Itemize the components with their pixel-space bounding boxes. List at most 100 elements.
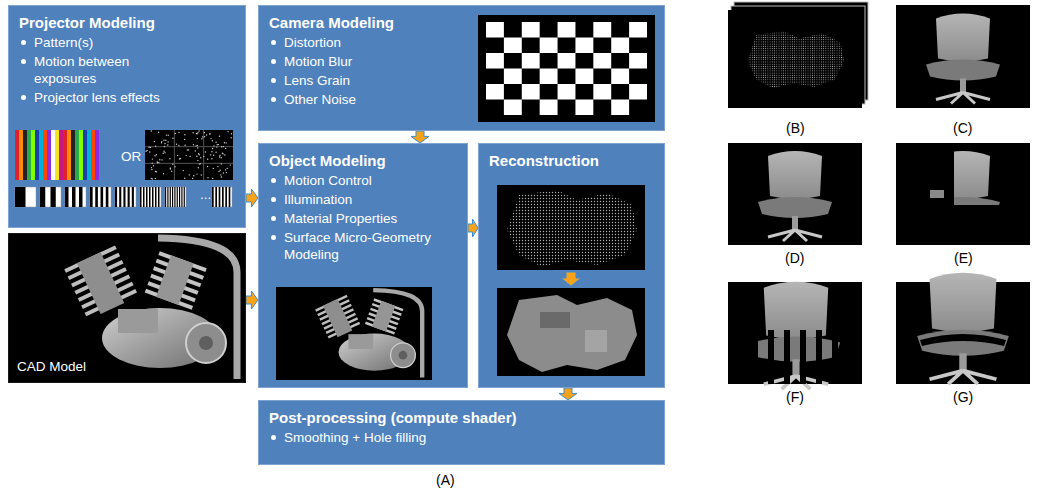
- speckle-dot: [154, 155, 155, 156]
- speckle-dot: [157, 162, 158, 163]
- speckle-dot: [192, 178, 193, 179]
- color-stripe: [83, 130, 87, 180]
- speckle-dot: [219, 136, 220, 137]
- color-stripe: [67, 130, 71, 180]
- checker-square: [504, 100, 522, 116]
- color-stripe: [87, 130, 91, 180]
- checker-square: [522, 22, 540, 38]
- speckle-dot: [213, 155, 214, 156]
- panel-label: (B): [786, 120, 805, 137]
- speckle-dot: [180, 158, 181, 159]
- bullet-dot: [271, 435, 276, 440]
- speckle-dot: [174, 166, 175, 167]
- speckle-dot: [186, 155, 187, 156]
- speckle-dot: [161, 141, 162, 142]
- speckle-dot: [198, 167, 199, 168]
- speckle-dot: [167, 141, 168, 142]
- speckle-dot: [205, 151, 206, 152]
- speckle-dot: [178, 145, 179, 146]
- code-band: [165, 187, 166, 207]
- flow-arrow: [246, 189, 258, 207]
- speckle-dot: [207, 166, 208, 167]
- code-band: [172, 187, 173, 207]
- speckle-dot: [223, 172, 224, 173]
- speckle-dot: [219, 155, 220, 156]
- speckle-dot: [231, 137, 232, 138]
- speckle-dot: [226, 172, 227, 173]
- inline-label: ...: [200, 186, 211, 203]
- speckle-dot: [163, 153, 164, 154]
- chair-depth: [758, 151, 832, 241]
- bullet-row: Lens Grain: [269, 72, 654, 89]
- speckle-dot: [184, 145, 185, 146]
- checker-square: [486, 22, 504, 38]
- speckle-dot: [219, 156, 220, 157]
- speckle-dot: [221, 146, 222, 147]
- speckle-dot: [171, 171, 172, 172]
- stripe-gaps: [752, 330, 838, 384]
- bullet-row: Material Properties: [269, 210, 457, 227]
- bullet-dot: [271, 97, 276, 102]
- chair-depth: [752, 282, 840, 389]
- bullet-text: Distortion: [284, 34, 341, 51]
- flow-arrow: [468, 219, 478, 237]
- process-box: Camera ModelingDistortionMotion BlurLens…: [258, 5, 665, 131]
- bullet-dot: [21, 59, 26, 64]
- checker-square: [540, 38, 558, 54]
- bullet-text: Other Noise: [284, 91, 356, 108]
- checker-square: [629, 84, 647, 100]
- color-stripe: [39, 130, 43, 180]
- speckle-dot: [197, 160, 198, 161]
- color-stripe: [79, 130, 83, 180]
- color-stripe: [55, 130, 59, 180]
- speckle-dot: [193, 175, 194, 176]
- checker-square: [575, 38, 593, 54]
- code-band: [65, 187, 69, 207]
- missing-region: [950, 205, 1030, 245]
- speckle-dot: [183, 170, 184, 171]
- checker-square: [593, 84, 611, 100]
- speckle-dot: [221, 157, 222, 158]
- bullet-text: Illumination: [284, 191, 352, 208]
- code-band: [177, 187, 178, 207]
- color-stripe: [19, 130, 23, 180]
- speckle-dot: [225, 148, 226, 149]
- speckle-dot: [164, 143, 165, 144]
- speckle-dot: [209, 133, 210, 134]
- checker-square: [486, 53, 504, 69]
- bullet-row: Pattern(s): [19, 34, 235, 51]
- speckle-dot: [215, 142, 216, 143]
- object-engine-render: [315, 290, 422, 377]
- checker-square: [629, 22, 647, 38]
- depth-bg: [896, 143, 1030, 245]
- bullet-row: Motion Control: [269, 172, 457, 189]
- speckle-dot: [189, 156, 190, 157]
- speckle-dot: [163, 140, 164, 141]
- code-band: [215, 187, 217, 207]
- box-title: Camera Modeling: [269, 14, 654, 32]
- grid-line: [203, 130, 204, 180]
- depth-map-bg: [497, 288, 645, 376]
- code-band: [181, 187, 182, 207]
- gray-code-pattern: [15, 187, 232, 207]
- code-band: [79, 187, 83, 207]
- bullet-dot: [271, 40, 276, 45]
- speckle-dot: [212, 140, 213, 141]
- bullet-text: Lens Grain: [284, 72, 350, 89]
- process-box: CAD Model: [8, 233, 246, 383]
- code-band: [95, 187, 98, 207]
- pattern-frame-image: [747, 31, 844, 88]
- panel-label: (C): [953, 120, 972, 137]
- speckle-dot: [169, 158, 170, 159]
- code-cell: [90, 187, 111, 207]
- speckle-dot: [227, 168, 228, 169]
- color-stripe-pattern: [15, 130, 99, 180]
- code-band: [90, 187, 93, 207]
- checker-square: [575, 69, 593, 85]
- bullet-row: Surface Micro-Geometry Modeling: [269, 229, 457, 263]
- process-box: Object ModelingMotion ControlIlluminatio…: [258, 143, 468, 388]
- color-stripe: [31, 130, 35, 180]
- speckle-dot: [157, 161, 158, 162]
- speckle-dot: [220, 174, 221, 175]
